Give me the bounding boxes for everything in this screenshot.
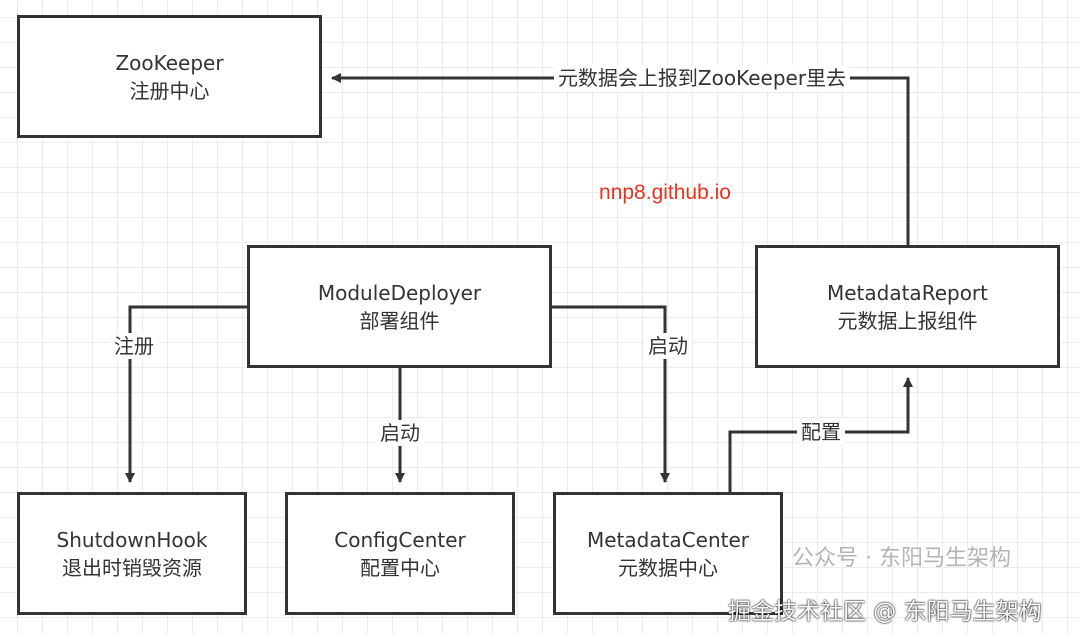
- edge-deployer-to-metadatacenter: [552, 305, 670, 483]
- edge-label: 配置: [797, 419, 845, 445]
- node-title: ModuleDeployer: [317, 280, 482, 305]
- edge-deployer-to-shutdownhook: [125, 305, 247, 483]
- node-subtitle: 元数据上报组件: [837, 308, 978, 333]
- node-subtitle: 退出时销毁资源: [62, 555, 202, 580]
- edge-label: 元数据会上报到ZooKeeper里去: [553, 65, 851, 91]
- edge-report-to-zookeeper: [331, 73, 910, 245]
- node-zookeeper[interactable]: ZooKeeper 注册中心: [17, 15, 322, 138]
- edge-label: 启动: [644, 333, 692, 359]
- annotation-text: nnp8.github.io: [599, 181, 731, 204]
- node-metadata-report[interactable]: MetadataReport 元数据上报组件: [755, 245, 1060, 368]
- node-subtitle: 部署组件: [359, 308, 440, 333]
- node-title: MetadataReport: [826, 280, 988, 305]
- node-subtitle: 元数据中心: [618, 555, 718, 580]
- node-title: MetadataCenter: [586, 527, 750, 552]
- edge-label: 启动: [376, 420, 424, 446]
- node-subtitle: 注册中心: [129, 78, 210, 103]
- watermark-secondary: 掘金技术社区 @ 东阳马生架构: [728, 599, 1042, 625]
- node-config-center[interactable]: ConfigCenter 配置中心: [285, 492, 515, 615]
- node-title: ShutdownHook: [56, 527, 208, 552]
- node-metadata-center[interactable]: MetadataCenter 元数据中心: [553, 492, 783, 615]
- node-module-deployer[interactable]: ModuleDeployer 部署组件: [247, 245, 552, 368]
- edge-label: 注册: [110, 333, 158, 359]
- node-subtitle: 配置中心: [360, 555, 440, 580]
- node-title: ConfigCenter: [334, 527, 466, 552]
- watermark: 公众号 · 东阳马生架构: [792, 546, 1011, 571]
- node-shutdown-hook[interactable]: ShutdownHook 退出时销毁资源: [17, 492, 247, 615]
- node-title: ZooKeeper: [115, 50, 224, 75]
